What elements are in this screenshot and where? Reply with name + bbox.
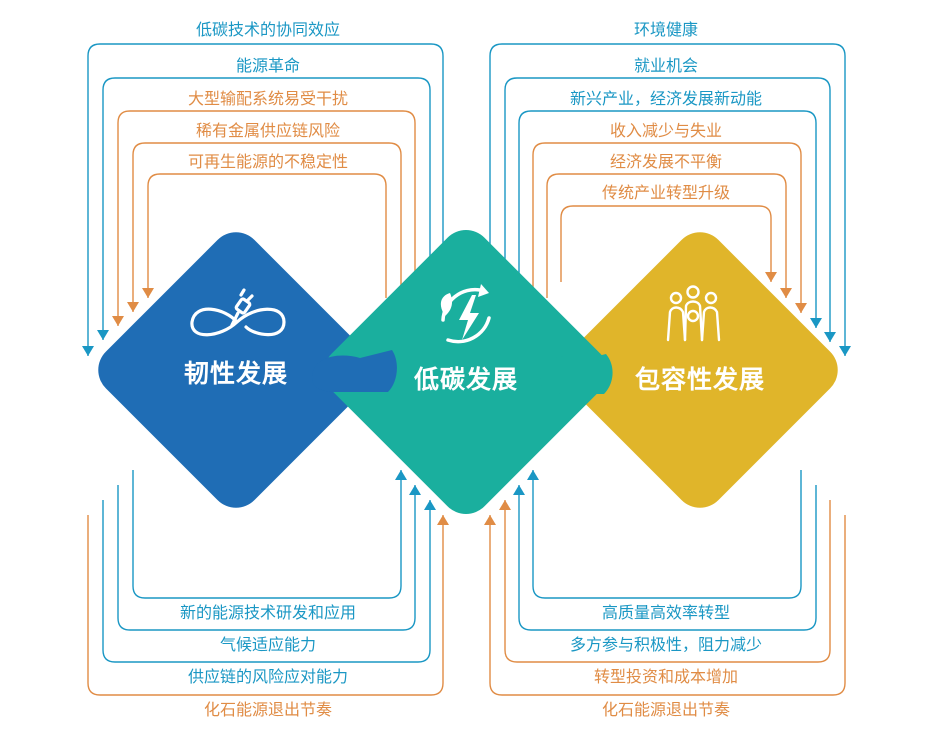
- loop-left-top-1-arrow: [82, 346, 94, 356]
- label-energy-revolution: 能源革命: [231, 56, 305, 76]
- loop-right-bottom-3: [504, 500, 831, 663]
- loop-right-bottom-4: [489, 515, 846, 696]
- puzzle-tab-right: [540, 354, 613, 394]
- loop-right-top-1: [489, 43, 846, 356]
- loop-left-top-3-arrow: [112, 316, 124, 326]
- loop-right-top-3-arrow: [810, 318, 822, 328]
- diamond-resilient: [98, 232, 374, 508]
- puzzle-tab-left: [312, 350, 397, 392]
- label-investment-costs: 转型投资和成本增加: [589, 667, 743, 687]
- loop-right-bottom-1-arrow: [527, 470, 539, 480]
- loop-right-top-2-arrow: [824, 332, 836, 342]
- loop-right-bottom-3-arrow: [499, 500, 511, 510]
- label-fossil-exit-left: 化石能源退出节奏: [199, 700, 337, 720]
- label-fossil-exit-right: 化石能源退出节奏: [597, 700, 735, 720]
- label-uneven-development: 经济发展不平衡: [605, 152, 727, 172]
- loop-right-top-4-arrow: [795, 303, 807, 313]
- loop-right-bottom-2: [518, 485, 817, 631]
- label-grid-disturbance: 大型输配系统易受干扰: [183, 89, 353, 109]
- loop-left-top-3: [117, 110, 416, 326]
- loop-left-bottom-3-arrow: [424, 500, 436, 510]
- label-emerging-industries: 新兴产业，经济发展新动能: [565, 89, 767, 109]
- loop-left-top-5: [147, 173, 387, 298]
- loop-left-top-4: [132, 142, 402, 312]
- label-supply-chain-resilience: 供应链的风险应对能力: [183, 667, 353, 687]
- loop-left-bottom-1-arrow: [395, 470, 407, 480]
- plug-infinity-icon: [190, 288, 286, 337]
- label-multi-party-participation: 多方参与积极性，阻力减少: [565, 635, 767, 655]
- loop-left-bottom-1: [132, 470, 402, 599]
- loop-right-bottom-2-arrow: [513, 485, 525, 495]
- loop-right-top-6: [560, 205, 772, 282]
- loop-right-top-5-arrow: [780, 288, 792, 298]
- loop-right-top-6-arrow: [765, 272, 777, 282]
- loop-left-top-4-arrow: [127, 302, 139, 312]
- lightning-recycle-icon: [440, 284, 491, 344]
- loop-right-top-4: [532, 142, 802, 313]
- label-rare-metal-risk: 稀有金属供应链风险: [191, 121, 345, 141]
- loop-left-bottom-2-arrow: [409, 485, 421, 495]
- diamond-low-carbon: [324, 230, 608, 514]
- diamond-inclusive: [562, 232, 838, 508]
- loop-right-top-5: [546, 173, 787, 298]
- connector-lines: [82, 43, 851, 696]
- title-resilient: 韧性发展: [183, 359, 289, 388]
- label-climate-adaptation: 气候适应能力: [215, 635, 321, 655]
- loop-left-top-1: [87, 43, 444, 356]
- title-inclusive: 包容性发展: [634, 365, 766, 394]
- loop-left-bottom-4: [87, 515, 444, 696]
- loop-left-top-5-arrow: [142, 288, 154, 298]
- label-renewable-instability: 可再生能源的不稳定性: [183, 152, 353, 172]
- loop-left-bottom-3: [102, 500, 431, 663]
- label-new-energy-rd: 新的能源技术研发和应用: [175, 603, 361, 623]
- loop-right-top-1-arrow: [839, 346, 851, 356]
- loop-left-bottom-4-arrow: [437, 515, 449, 525]
- loop-right-bottom-4-arrow: [484, 515, 496, 525]
- people-group-icon: [666, 285, 721, 342]
- label-low-carbon-synergy: 低碳技术的协同效应: [191, 20, 345, 40]
- loop-left-bottom-2: [117, 485, 416, 631]
- label-high-quality-transition: 高质量高效率转型: [597, 603, 735, 623]
- label-jobs: 就业机会: [629, 56, 703, 76]
- loop-left-top-2-arrow: [97, 330, 109, 340]
- label-traditional-upgrade: 传统产业转型升级: [597, 183, 735, 203]
- loop-left-top-2: [102, 77, 431, 340]
- title-low-carbon: 低碳发展: [413, 365, 519, 394]
- loop-right-top-2: [504, 77, 831, 342]
- label-income-unemployment: 收入减少与失业: [605, 121, 727, 141]
- loop-right-top-3: [518, 110, 817, 328]
- loop-right-bottom-1: [532, 470, 802, 599]
- label-environmental-health: 环境健康: [629, 20, 703, 40]
